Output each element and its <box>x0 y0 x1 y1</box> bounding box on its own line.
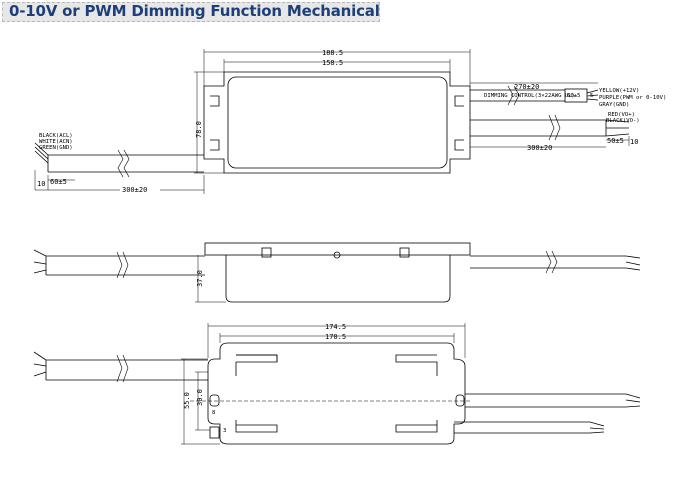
top-view: BLACK(ACL) WHITE(ACN) GREEN(GND) 10 60±5… <box>34 49 666 194</box>
ac-wire-black-label: BLACK(ACL) <box>39 133 73 139</box>
tab-depth-dim: 3 <box>223 428 226 434</box>
dimming-wire-yellow-label: YELLOW(+12V) <box>599 88 639 94</box>
side-height-dim: 37.0 <box>196 270 204 287</box>
bottom-view: 174.5 170.5 55.0 30.0 8 3 <box>33 323 641 445</box>
slot-width-dim: 8 <box>212 410 216 416</box>
ac-strip-end-dim: 10 <box>37 180 45 188</box>
dc-strip-end-dim: 10 <box>630 138 638 146</box>
side-view: 37.0 <box>33 242 641 303</box>
right-upper-slot <box>454 95 464 107</box>
body-length-dim: 158.5 <box>322 59 343 67</box>
title-bar: 0-10V or PWM Dimming Function Mechanical <box>2 2 380 22</box>
side-view-flange <box>204 242 471 256</box>
left-upper-slot <box>210 95 220 107</box>
dc-wire-black-label: BLACK(VO-) <box>606 118 640 124</box>
ac-cable-length-dim: 300±20 <box>122 186 147 194</box>
left-lower-slot <box>210 139 220 151</box>
right-lower-slot <box>454 139 464 151</box>
height-dim: 78.0 <box>195 121 203 138</box>
left-tab-slot <box>209 426 220 439</box>
dimming-wire-gray-label: GRAY(GND) <box>599 102 629 108</box>
page-title: 0-10V or PWM Dimming Function Mechanical <box>9 2 380 20</box>
dimming-wire-purple-label: PURPLE(PWM or 0-10V) <box>599 95 666 101</box>
ac-wire-white-label: WHITE(ACN) <box>39 139 73 145</box>
dimming-cable <box>470 85 599 106</box>
dc-wire-red-label: RED(VO+) <box>608 112 635 118</box>
outer-width-dim: 174.5 <box>325 323 346 331</box>
dimming-cable-length-dim: 270±20 <box>514 83 539 91</box>
dimming-strip-end-dim: 5 <box>590 93 593 99</box>
inner-width-dim: 170.5 <box>325 333 346 341</box>
ac-wire-green-label: GREEN(GND) <box>39 145 73 151</box>
top-view-flange <box>203 71 471 174</box>
left-mount-slot <box>209 394 220 407</box>
dc-strip-dim: 50±5 <box>607 137 624 145</box>
bottom-view-outline <box>207 342 466 445</box>
ac-input-cable <box>34 142 204 178</box>
right-mount-slot <box>455 394 465 407</box>
dimming-strip-dim: 60±5 <box>567 93 580 99</box>
overall-height-dim: 55.0 <box>183 392 191 409</box>
dc-output-cable <box>470 114 630 141</box>
ac-strip-dim: 60±5 <box>50 178 67 186</box>
side-view-housing <box>225 255 451 303</box>
dimming-control-label: DIMMING CONTROL(3×22AWG UL) <box>484 93 575 99</box>
hole-pitch-dim: 30.0 <box>196 389 204 406</box>
top-view-housing <box>227 76 448 169</box>
dc-cable-length-dim: 300±20 <box>527 144 552 152</box>
overall-length-dim: 188.5 <box>322 49 343 57</box>
